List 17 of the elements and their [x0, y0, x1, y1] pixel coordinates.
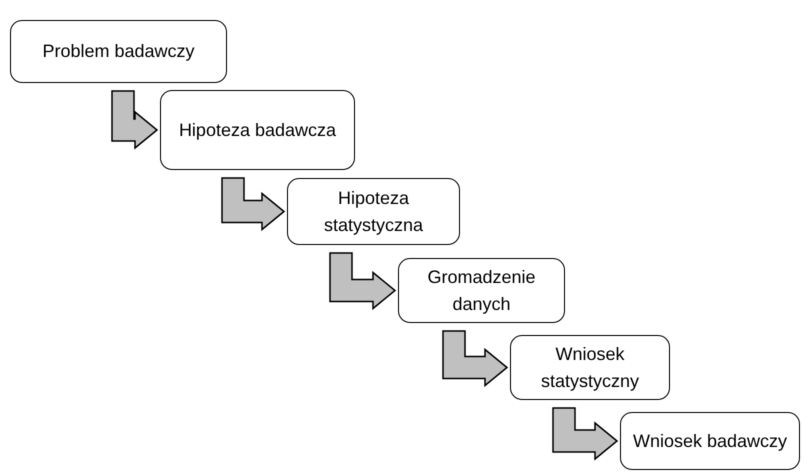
step-label: Problem badawczy: [42, 40, 195, 64]
bent-arrow: [442, 330, 508, 388]
bent-arrow: [552, 407, 618, 461]
bent-arrow: [221, 177, 286, 232]
step-label: Hipoteza statystyczna: [322, 187, 424, 237]
step-label: Hipoteza badawcza: [178, 118, 336, 142]
step-label: Wniosek statystyczny: [540, 343, 640, 393]
process-box: [160, 90, 355, 170]
process-box: [10, 20, 227, 83]
process-box: [287, 178, 460, 245]
process-box: [620, 412, 800, 470]
process-box: [398, 258, 565, 323]
process-box: [510, 335, 670, 400]
bent-arrow: [111, 90, 158, 150]
step-label: Gromadzenie danych: [426, 266, 537, 316]
step-label: Wniosek badawczy: [632, 430, 788, 453]
bent-arrow: [329, 252, 396, 310]
